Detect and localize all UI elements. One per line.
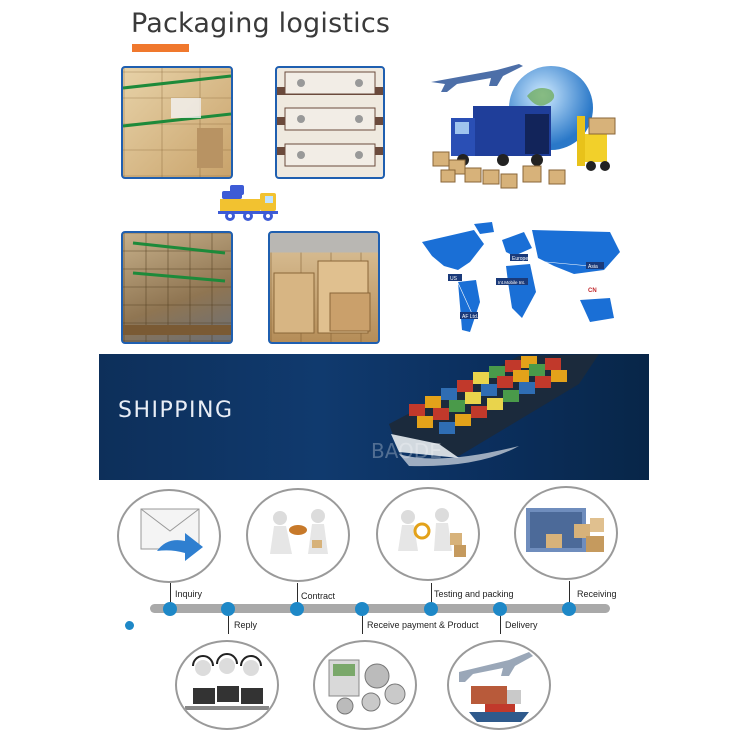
inquiry-dot [163,602,177,616]
map-label-cn: CN [588,288,597,294]
map-label-us: US [450,276,458,282]
container-boxes-icon [526,508,604,552]
inquiry-label: Inquiry [175,589,203,599]
payment-step-circle [313,640,417,730]
map-labels [448,254,604,319]
map-label-af: AF Ltd. [462,314,478,320]
delivery-truck-icon [218,181,286,223]
receiving-label: Receiving [577,589,617,599]
testing-dot [424,602,438,616]
inquiry-connector [170,583,171,603]
reply-dot [221,602,235,616]
contract-label: Contract [301,591,336,601]
inquiry-step-circle [117,489,221,583]
contract-connector [297,583,298,603]
stacked-plates-graphic [284,71,376,167]
call-center-icon [185,653,269,710]
receiving-connector [569,581,570,603]
contract-dot [290,602,304,616]
boxes-icon [432,151,566,189]
packed-parts-photo [275,66,385,179]
testing-label: Testing and packing [434,589,514,599]
inspection-icon [398,508,466,557]
payment-dot [355,602,369,616]
delivery-connector [500,614,501,634]
process-timeline [150,604,610,613]
crate-straps-graphic [123,74,231,168]
pallet-graphic [123,241,231,335]
reply-label: Reply [234,620,258,630]
truck-icon [451,106,551,166]
reply-step-circle [175,640,279,730]
money-gears-icon [328,659,406,715]
page-title: Packaging logistics [131,8,391,39]
title-underline [132,44,189,52]
receiving-step-circle [514,486,618,580]
banner-watermark: BAODE [371,439,442,463]
shipping-title: SHIPPING [118,398,234,423]
transport-collage-icon [459,652,533,722]
payment-label: Receive payment & Product [367,620,479,630]
map-label-asia: Asia [588,264,598,270]
delivery-step-circle [447,640,551,730]
airplane-icon [431,64,523,92]
shipping-banner: BAODE [99,354,649,480]
wooden-crate-photo [121,66,233,179]
delivery-label: Delivery [505,620,538,630]
pallet-cartons-photo [121,231,233,344]
crate-stack-graphic [273,260,371,334]
delivery-dot [493,602,507,616]
receiving-dot [562,602,576,616]
global-logistics-image [427,56,629,196]
warehouse-crates-photo [268,231,380,344]
world-map: Europe Asia Int.Mobile Int. CN US AF Ltd… [414,222,626,346]
forklift-icon [577,116,616,171]
testing-connector [431,583,432,603]
handshake-people-icon [270,509,328,554]
map-label-europe: Europe [512,256,528,262]
testing-step-circle [376,487,480,581]
reply-connector [228,614,229,634]
timeline-start-dot [125,621,134,630]
payment-connector [362,614,363,634]
map-label-hub: Int.Mobile Int. [498,280,525,285]
envelope-icon [140,508,203,561]
cargo-ship-graphic: BAODE [371,354,599,467]
contract-step-circle [246,488,350,582]
